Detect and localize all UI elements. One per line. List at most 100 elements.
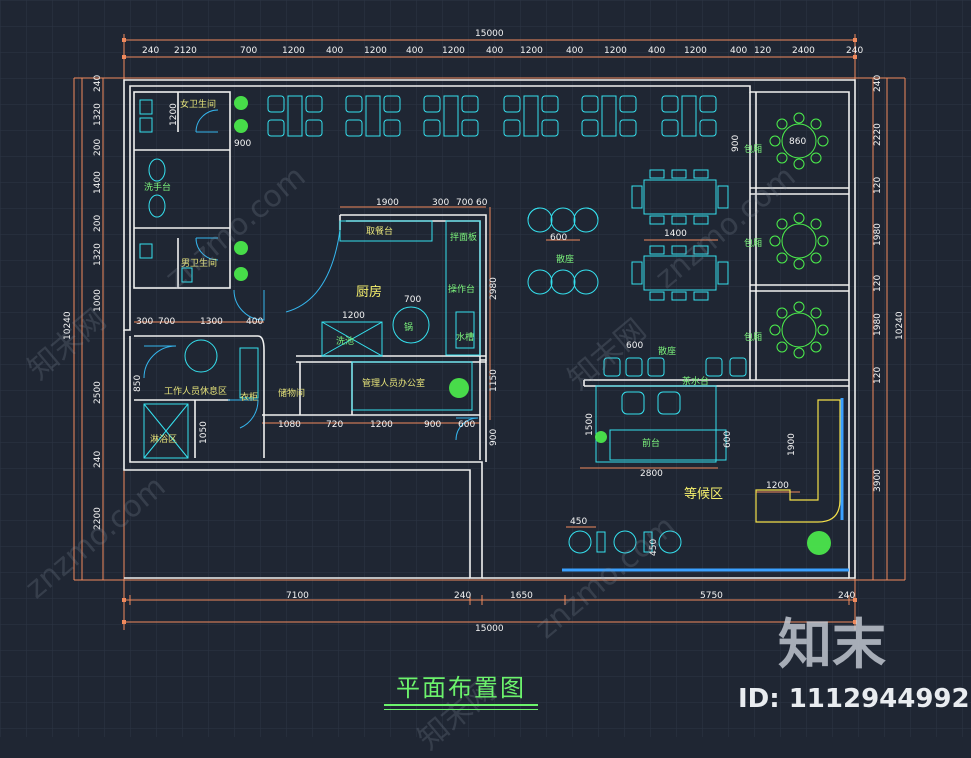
label-locker: 衣柜 bbox=[240, 391, 258, 403]
leftdims-label: 1000 bbox=[93, 289, 103, 312]
bar-seats bbox=[603, 357, 747, 377]
table-row-top bbox=[267, 95, 717, 137]
dim-b900: 900 bbox=[424, 420, 441, 430]
door-swings bbox=[143, 109, 479, 441]
label-loose-seats-2: 散座 bbox=[658, 345, 676, 357]
topdims-label: 1200 bbox=[282, 46, 305, 56]
label-private-2: 包厢 bbox=[744, 237, 762, 249]
dim-staff1300: 1300 bbox=[200, 317, 223, 327]
label-worktable: 操作台 bbox=[448, 283, 475, 295]
room-labels: 女卫生间 男卫生间 洗手台 取餐台 拌面板 厨房 操作台 锅 水槽 洗池 工作人… bbox=[144, 98, 762, 502]
dim-left-total: 10240 bbox=[63, 311, 73, 340]
office-desk bbox=[351, 361, 473, 411]
label-wash-pool: 洗池 bbox=[336, 335, 354, 347]
topdims-label: 1200 bbox=[364, 46, 387, 56]
topdims-label: 400 bbox=[648, 46, 665, 56]
label-kitchen: 厨房 bbox=[356, 284, 382, 300]
label-staff-rest: 工作人员休息区 bbox=[164, 385, 227, 397]
washbasin-2 bbox=[148, 194, 166, 218]
bottomdims-label: 7100 bbox=[286, 591, 309, 601]
pickup-counter bbox=[339, 220, 433, 242]
dimension-ticks bbox=[122, 38, 857, 624]
topdims-label: 240 bbox=[142, 46, 159, 56]
dim-wt450a: 450 bbox=[570, 517, 587, 527]
dim-bottom-total: 15000 bbox=[475, 624, 504, 634]
dim-b1200: 1200 bbox=[370, 420, 393, 430]
topdims-label: 1200 bbox=[684, 46, 707, 56]
rightdims-label: 1980 bbox=[873, 223, 883, 246]
rightdims-label: 120 bbox=[873, 177, 883, 194]
dim-t1400: 1400 bbox=[664, 229, 687, 239]
dim-fd1500: 1500 bbox=[585, 413, 595, 436]
label-loose-seats-1: 散座 bbox=[556, 253, 574, 265]
bottomdims-label: 5750 bbox=[700, 591, 723, 601]
dim-stove700: 700 bbox=[404, 295, 421, 305]
bottomdims-label: 240 bbox=[838, 591, 855, 601]
dim-b600: 600 bbox=[458, 420, 475, 430]
label-tea-table: 茶水台 bbox=[682, 375, 709, 387]
leftdims-label: 240 bbox=[93, 75, 103, 92]
dim-staff300: 300 bbox=[136, 317, 153, 327]
kitchen-sink bbox=[455, 311, 475, 349]
round-table-sets bbox=[527, 207, 599, 295]
topdims-label: 400 bbox=[406, 46, 423, 56]
dim-pr860: 860 bbox=[789, 137, 806, 147]
dim-k2980: 2980 bbox=[489, 277, 499, 300]
dim-wc900: 900 bbox=[234, 139, 251, 149]
rightdims-label: 3900 bbox=[873, 469, 883, 492]
furniture bbox=[139, 95, 747, 554]
dim-top-total: 15000 bbox=[475, 29, 504, 39]
topdims-label: 400 bbox=[326, 46, 343, 56]
dim-wt1200: 1200 bbox=[766, 481, 789, 491]
waiting-sofa bbox=[755, 399, 841, 523]
rightdims-label: 2220 bbox=[873, 123, 883, 146]
leftdims-label: 240 bbox=[93, 451, 103, 468]
watermark-id: ID: 1112944992 bbox=[738, 684, 970, 714]
dim-t600a: 600 bbox=[550, 233, 567, 243]
label-front-desk: 前台 bbox=[642, 437, 660, 449]
dim-fd2800: 2800 bbox=[640, 469, 663, 479]
rightdims-label: 120 bbox=[873, 367, 883, 384]
topdims-label: 400 bbox=[730, 46, 747, 56]
topdims-label: 240 bbox=[846, 46, 863, 56]
dim-staff700: 700 bbox=[158, 317, 175, 327]
dim-wc900b: 900 bbox=[731, 135, 741, 152]
watermark-logo: 知末 bbox=[778, 613, 886, 676]
title-underline-thin bbox=[384, 709, 538, 710]
title-underline bbox=[384, 704, 538, 706]
dim-t600b: 600 bbox=[626, 341, 643, 351]
label-noodle: 拌面板 bbox=[450, 231, 477, 243]
leftdims-label: 1320 bbox=[93, 243, 103, 266]
dim-right-total: 10240 bbox=[895, 311, 905, 340]
wash-pool bbox=[321, 321, 383, 357]
dim-k900: 900 bbox=[489, 429, 499, 446]
topdims-label: 400 bbox=[486, 46, 503, 56]
label-pickup: 取餐台 bbox=[366, 225, 393, 237]
label-office: 管理人员办公室 bbox=[362, 377, 425, 389]
label-mens-wc: 男卫生间 bbox=[181, 257, 217, 269]
long-tables bbox=[631, 169, 729, 301]
rightdims-label: 240 bbox=[873, 75, 883, 92]
leftdims-label: 200 bbox=[93, 139, 103, 156]
dim-k1150: 1150 bbox=[489, 369, 499, 392]
label-washbasin: 洗手台 bbox=[144, 181, 171, 193]
label-sink: 水槽 bbox=[456, 331, 474, 343]
dim-b720: 720 bbox=[326, 420, 343, 430]
dim-kitchen-1900: 1900 bbox=[376, 198, 399, 208]
topdims-label: 400 bbox=[566, 46, 583, 56]
bottomdims-label: 240 bbox=[454, 591, 471, 601]
shower-tray bbox=[143, 403, 189, 459]
topdims-label: 1200 bbox=[520, 46, 543, 56]
leftdims-label: 1320 bbox=[93, 103, 103, 126]
dim-staff400: 400 bbox=[246, 317, 263, 327]
topdims-label: 700 bbox=[240, 46, 257, 56]
dim-k700: 700 bbox=[456, 198, 473, 208]
topdims-label: 1200 bbox=[604, 46, 627, 56]
drawing-title: 平面布置图 bbox=[396, 674, 526, 702]
label-waiting: 等候区 bbox=[684, 486, 723, 502]
washbasin-1 bbox=[148, 158, 166, 182]
leftdims-label: 200 bbox=[93, 215, 103, 232]
kitchen-worktable bbox=[445, 220, 481, 356]
